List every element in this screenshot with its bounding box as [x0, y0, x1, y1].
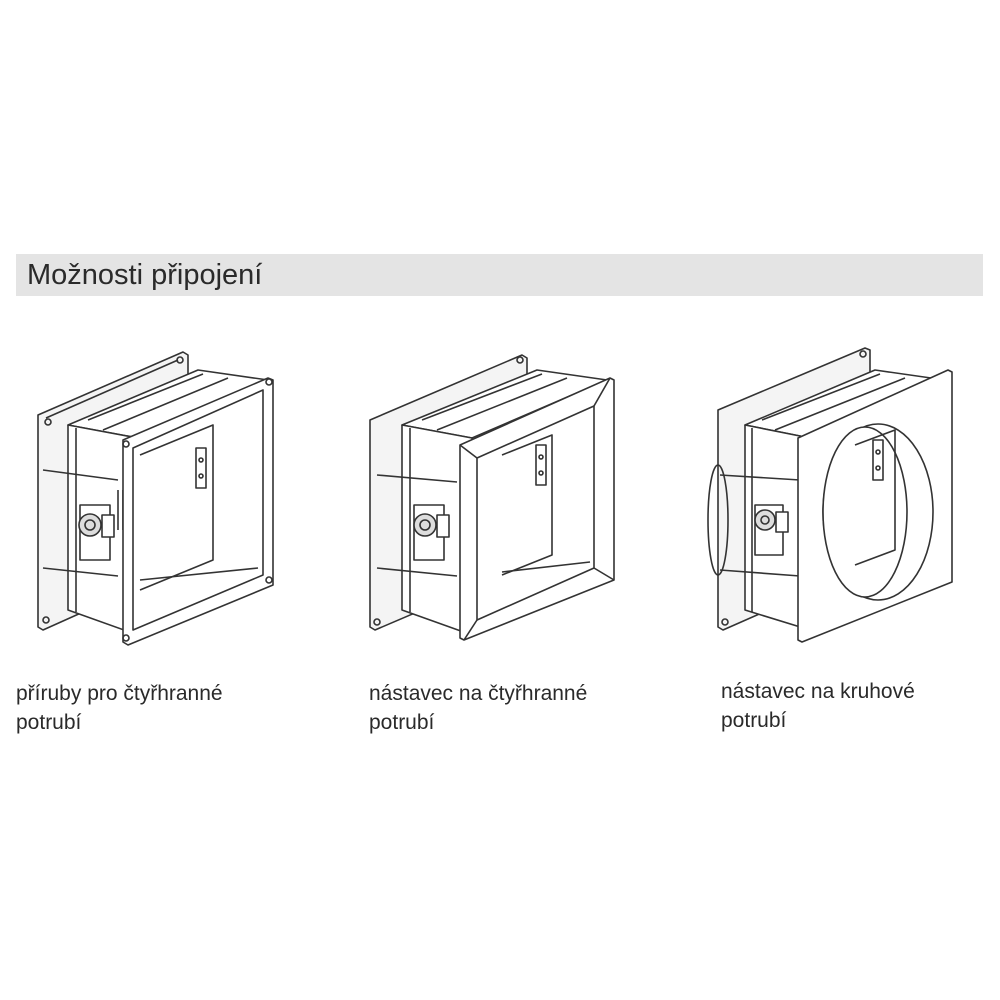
section-header: Možnosti připojení: [16, 254, 983, 296]
damper-with-flanges-illustration: [28, 340, 288, 650]
caption-line-2: potrubí: [721, 709, 787, 732]
caption-flanges: příruby pro čtyřhranné potrubí: [16, 679, 316, 737]
caption-line-1: příruby pro čtyřhranné: [16, 682, 223, 705]
caption-line-1: nástavec na čtyřhranné: [369, 682, 588, 705]
section-title: Možnosti připojení: [27, 259, 263, 291]
caption-circular-spigot: nástavec na kruhové potrubí: [721, 677, 991, 735]
damper-with-square-spigot-illustration: [362, 340, 632, 650]
caption-square-spigot: nástavec na čtyřhranné potrubí: [369, 679, 669, 737]
caption-line-2: potrubí: [369, 711, 435, 734]
damper-with-circular-spigot-illustration: [700, 340, 970, 650]
caption-line-2: potrubí: [16, 711, 82, 734]
caption-line-1: nástavec na kruhové: [721, 680, 915, 703]
